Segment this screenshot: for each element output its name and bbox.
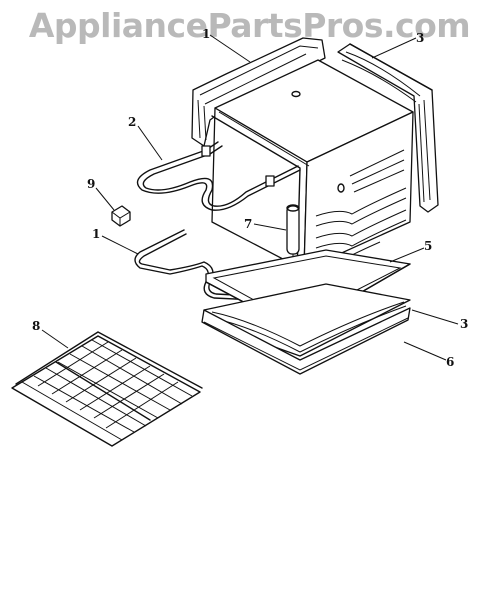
element-clip bbox=[111, 205, 131, 227]
callout-clip: 9 bbox=[87, 177, 95, 191]
callout-oven-rack: 8 bbox=[32, 319, 40, 333]
callout-top-insulation: 1 bbox=[202, 27, 210, 41]
oven-sensor bbox=[286, 204, 300, 270]
callout-broil-element: 2 bbox=[128, 115, 136, 129]
callout-sensor: 7 bbox=[244, 217, 252, 231]
callout-bottom-insulation: 3 bbox=[460, 317, 468, 331]
bottom-tray bbox=[201, 307, 411, 375]
side-insulation bbox=[337, 43, 439, 213]
callout-bake-element: 1 bbox=[92, 227, 100, 241]
oven-cavity bbox=[211, 59, 414, 275]
oven-rack bbox=[11, 331, 203, 447]
callout-bottom-tray: 6 bbox=[446, 355, 454, 369]
callout-side-insulation: 3 bbox=[416, 31, 424, 45]
watermark-text: AppliancePartsPros.com bbox=[28, 6, 471, 45]
leader-lines bbox=[41, 34, 459, 361]
callout-bottom-panel: 5 bbox=[424, 239, 432, 253]
broil-element bbox=[136, 141, 301, 211]
